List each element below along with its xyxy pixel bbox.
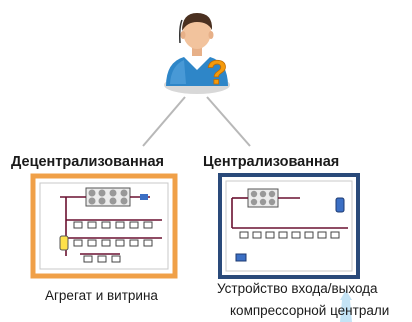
centralized-caption-line1: Устройство входа/выхода [217,281,378,296]
watermark-arrow-icon [340,290,352,322]
connector-line-right [206,96,251,147]
centralized-caption-line2: компрессорной централи [230,303,390,318]
condenser-fans [85,187,131,207]
decentralized-schematic [30,173,178,279]
decentralized-label: Децентрализованная [11,154,164,170]
user-question-icon [164,13,230,94]
question-mark-glyph: ? [207,54,228,92]
centralized-schematic [218,173,360,279]
centralized-label: Централизованная [203,154,340,170]
display-case-units [73,221,153,263]
decentralized-caption: Агрегат и витрина [45,288,158,303]
compressor-rack [247,188,279,208]
connector-line-left [142,96,186,147]
display-case-units [239,231,340,239]
